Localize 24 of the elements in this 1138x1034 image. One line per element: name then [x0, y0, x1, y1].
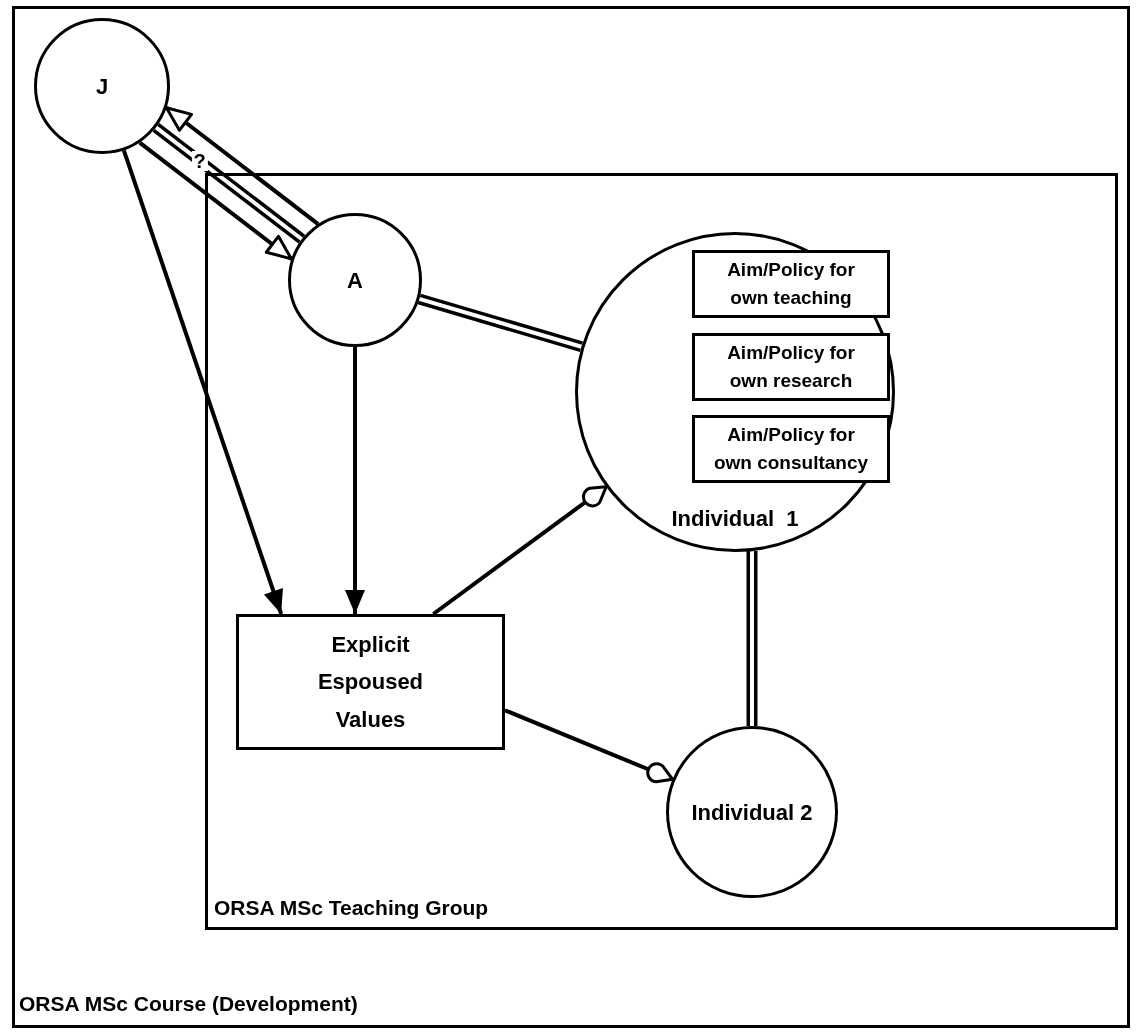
outer-frame [12, 6, 1130, 1028]
node-label: Aim/Policy for own research [726, 341, 856, 393]
policy-box [692, 333, 890, 401]
node-label: A [347, 266, 363, 295]
arrow [138, 141, 293, 261]
node-label: Explicit Espoused Values [316, 630, 425, 734]
node-label: Individual 1 [670, 505, 800, 533]
edge-label: ? [191, 150, 208, 171]
arrow [345, 347, 365, 614]
node-label: ORSA MSc Course (Development) [19, 990, 358, 1017]
double-line [417, 293, 584, 353]
node-label: ORSA MSc Teaching Group [214, 894, 489, 921]
values-box [236, 614, 505, 750]
arrow [164, 106, 320, 226]
policy-box [692, 415, 890, 483]
arrow [121, 149, 284, 615]
node-label: Aim/Policy for own consultancy [712, 423, 870, 475]
node-label: J [95, 72, 109, 101]
group-frame [205, 173, 1118, 930]
policy-box [692, 250, 890, 318]
node-label: Individual 2 [691, 798, 813, 827]
double-line [152, 123, 306, 244]
node-label: Aim/Policy for own teaching [726, 258, 856, 310]
double-line [746, 551, 758, 726]
